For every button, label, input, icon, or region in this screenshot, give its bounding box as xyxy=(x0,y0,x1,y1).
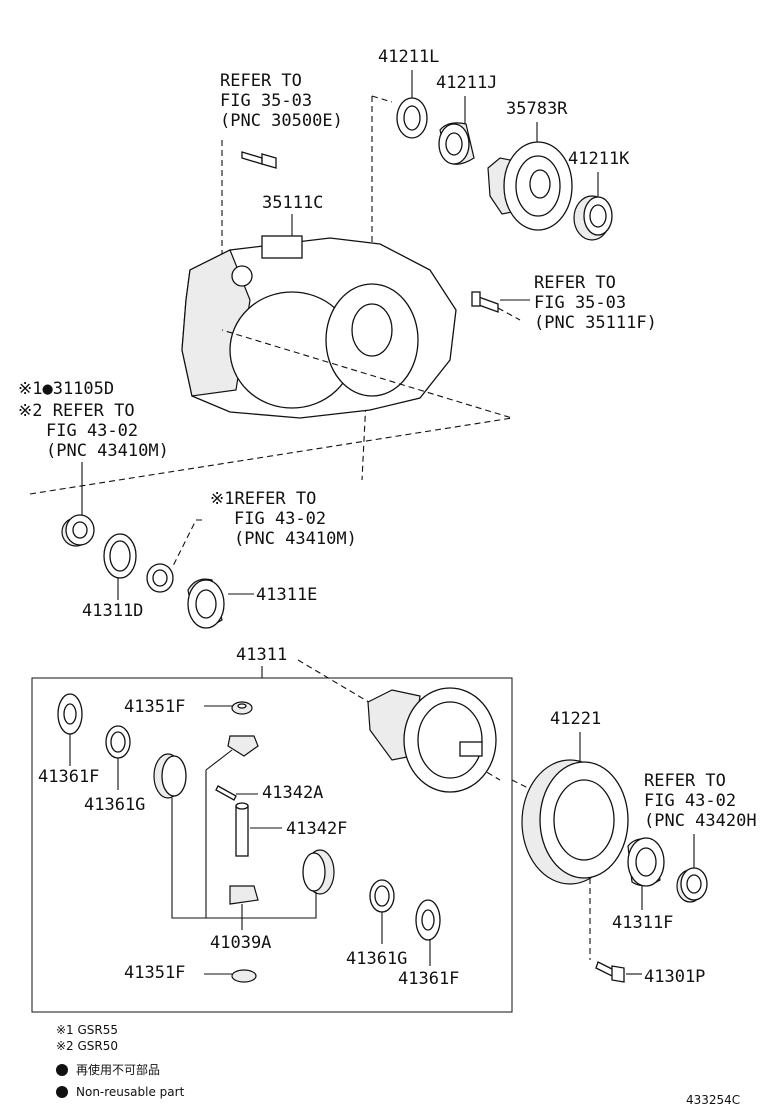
refer-30500E-line2: FIG 35-03 xyxy=(220,91,312,111)
legend-nonreusable-jp: 再使用不可部品 xyxy=(76,1062,160,1077)
bolt-35111F xyxy=(471,291,499,313)
label-41039A: 41039A xyxy=(210,933,271,953)
dashed-guide-main xyxy=(29,329,513,495)
bearing-41311E xyxy=(187,578,225,629)
pinion-top xyxy=(227,735,259,757)
refer-43420H-line2: FIG 43-02 xyxy=(644,791,736,811)
pinion-bottom xyxy=(229,885,259,905)
label-41361F-left: 41361F xyxy=(38,767,99,787)
shim-41311D xyxy=(103,533,137,579)
housing-35111C xyxy=(181,235,457,419)
shaft-41342F xyxy=(235,802,249,857)
label-35783R: 35783R xyxy=(506,99,568,119)
washer-41361F-left xyxy=(57,693,83,735)
race-41311D-small xyxy=(146,563,174,593)
gear-35783R xyxy=(487,141,573,231)
ring-gear-41221 xyxy=(521,759,629,885)
label-41351F-top: 41351F xyxy=(124,697,185,717)
refer-43410M-b-line2: FIG 43-02 xyxy=(234,509,326,529)
label-41351F-bottom: 41351F xyxy=(124,963,185,983)
refer-35111F-line3: (PNC 35111F) xyxy=(534,313,657,333)
side-gear-left xyxy=(153,753,187,799)
label-41211L: 41211L xyxy=(378,47,439,67)
race-43420H xyxy=(676,867,708,903)
refer-43410M-b-line3: (PNC 43410M) xyxy=(234,529,357,549)
washer-41361F-right xyxy=(415,899,441,941)
label-41301P: 41301P xyxy=(644,967,705,987)
label-41361G-left: 41361G xyxy=(84,795,145,815)
label-41211J: 41211J xyxy=(436,73,497,93)
bolt-30500E xyxy=(241,151,277,169)
refer-30500E-line1: REFER TO xyxy=(220,71,302,91)
legend-note-1: ※1 GSR55 xyxy=(56,1023,118,1037)
refer-30500E-line3: (PNC 30500E) xyxy=(220,111,343,131)
label-41311D: 41311D xyxy=(82,601,143,621)
assembly-box-41311 xyxy=(31,677,513,1013)
nonreusable-bullet-icon-2 xyxy=(56,1086,68,1098)
side-gear-right xyxy=(302,849,335,895)
legend-note-2: ※2 GSR50 xyxy=(56,1039,118,1053)
refer-43410M-a-line2: FIG 43-02 xyxy=(46,421,138,441)
label-41221: 41221 xyxy=(550,709,601,729)
refer-43420H-line3: (PNC 43420H xyxy=(644,811,757,831)
label-41361F-right: 41361F xyxy=(398,969,459,989)
bearing-41311F xyxy=(627,837,665,887)
refer-43410M-b-line1: ※1REFER TO xyxy=(210,489,316,509)
refer-43410M-a-line1: ※2 REFER TO xyxy=(18,401,135,421)
washer-41351F-top xyxy=(231,701,253,715)
pin-41342A xyxy=(215,785,237,801)
figure-code: 433254C xyxy=(686,1093,740,1107)
washer-41361G-left xyxy=(105,725,131,759)
bearing-41211K xyxy=(573,195,613,241)
label-41311F: 41311F xyxy=(612,913,673,933)
label-41211K: 41211K xyxy=(568,149,630,169)
diff-case-41311 xyxy=(367,687,497,793)
label-31105D: ※1●31105D xyxy=(18,379,114,399)
label-41342F: 41342F xyxy=(286,819,347,839)
bolt-41301P xyxy=(595,961,625,983)
label-41311: 41311 xyxy=(236,645,287,665)
seal-41211L xyxy=(396,97,428,139)
label-41361G-right: 41361G xyxy=(346,949,407,969)
label-41311E: 41311E xyxy=(256,585,317,605)
nonreusable-bullet-icon xyxy=(56,1064,68,1076)
refer-35111F-line2: FIG 35-03 xyxy=(534,293,626,313)
label-41342A: 41342A xyxy=(262,783,323,803)
washer-41361G-right xyxy=(369,879,395,913)
washer-41351F-bottom xyxy=(231,969,257,983)
refer-35111F-line1: REFER TO xyxy=(534,273,616,293)
bearing-41211J xyxy=(438,122,475,165)
refer-43410M-a-line3: (PNC 43410M) xyxy=(46,441,169,461)
seal-31105D xyxy=(61,514,95,547)
label-35111C: 35111C xyxy=(262,193,323,213)
refer-43420H-line1: REFER TO xyxy=(644,771,726,791)
legend-nonreusable-en: Non-reusable part xyxy=(76,1085,185,1099)
